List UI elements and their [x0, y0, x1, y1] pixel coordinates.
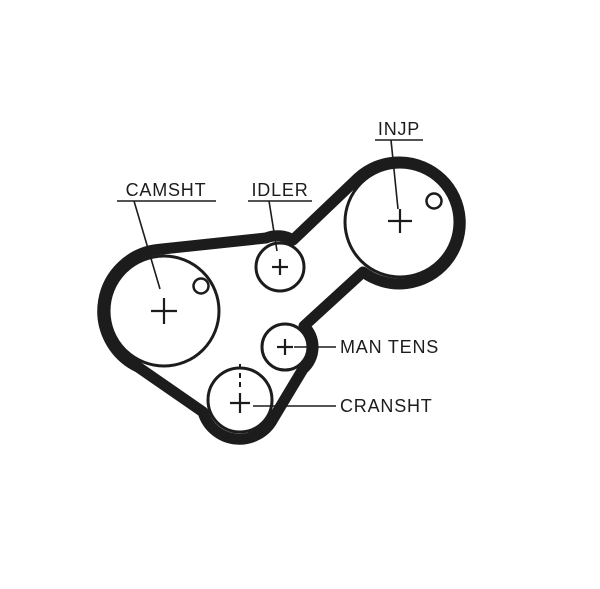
idler-pulley: [254, 241, 306, 293]
camsht-label: CAMSHT: [126, 180, 207, 200]
injp-leader-line: [390, 139, 399, 210]
injp-pulley: [343, 165, 457, 279]
idler-leader-line: [268, 200, 278, 252]
leader-lines: [117, 139, 423, 407]
man-tens-label: MAN TENS: [340, 337, 439, 357]
camsht-pulley: [107, 254, 221, 368]
timing-belt: [97, 156, 466, 445]
camsht-leader-line: [133, 200, 161, 290]
injp-label: INJP: [378, 119, 420, 139]
camsht-hole: [192, 277, 210, 295]
labels: CAMSHT IDLER INJP MAN TENS CRANSHT: [126, 119, 439, 416]
cransht-pulley: [206, 364, 274, 434]
idler-label: IDLER: [251, 180, 308, 200]
cransht-label: CRANSHT: [340, 396, 433, 416]
injp-hole: [425, 192, 443, 210]
